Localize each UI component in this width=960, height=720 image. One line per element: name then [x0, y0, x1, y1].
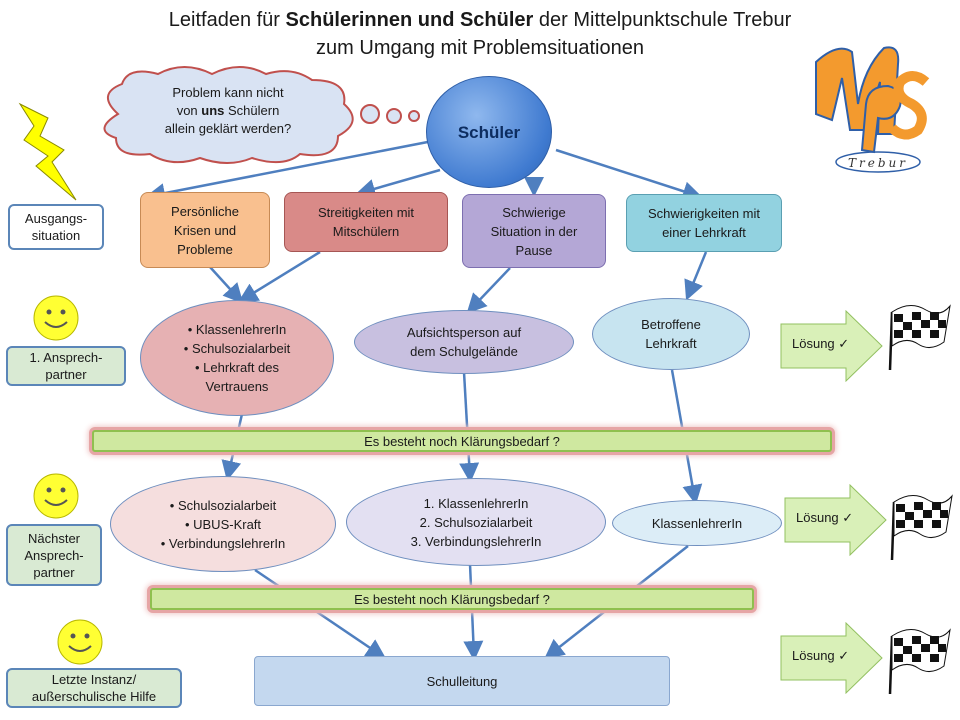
cloud-line-2-pre: von — [176, 103, 202, 118]
problem-box-break-situation: Schwierige Situation in der Pause — [462, 194, 606, 268]
side-label-next: Nächster Ansprech- partner — [6, 524, 102, 586]
list-item: Schulsozialarbeit — [184, 339, 290, 358]
first-contact-left: KlassenlehrerIn Schulsozialarbeit Lehrkr… — [140, 300, 334, 416]
side-label-start: Ausgangs- situation — [8, 204, 104, 250]
arrow-center-to-problem-1 — [145, 138, 439, 203]
second-contact-right: KlassenlehrerIn — [612, 500, 782, 546]
side-label-last: Letzte Instanz/ außerschulische Hilfe — [6, 668, 182, 708]
second-contact-middle-list: 1. KlassenlehrerIn 2. Schulsozialarbeit … — [411, 494, 542, 551]
arrow-p2-to-e1 — [237, 250, 321, 303]
solution-label-3: Lösung ✓ — [792, 648, 850, 663]
list-item: 1. KlassenlehrerIn — [423, 495, 529, 511]
smiley-icon — [32, 472, 80, 520]
mps-logo-icon: Trebur — [808, 34, 938, 180]
arrow-center-to-problem-4 — [555, 148, 703, 201]
list-item: KlassenlehrerIn — [184, 320, 290, 339]
title-line-1-post: der Mittelpunktschule Trebur — [533, 9, 792, 31]
list-item: UBUS-Kraft — [161, 515, 286, 534]
problem-box-disputes: Streitigkeiten mit Mitschülern — [284, 192, 448, 252]
list-item: 3. VerbindungslehrerIn — [410, 533, 542, 549]
checkered-flag-icon — [886, 298, 952, 371]
arrow-p3-to-e2 — [466, 267, 511, 314]
clarification-bar-2: Es besteht noch Klärungsbedarf ? — [150, 588, 754, 610]
green-arrow-icon: Lösung ✓ — [780, 309, 884, 383]
smiley-icon — [56, 618, 104, 666]
arrow-e2-to-e5 — [459, 371, 480, 483]
first-contact-middle: Aufsichtsperson auf dem Schulgelände — [354, 310, 574, 374]
list-item: 2. Schulsozialarbeit — [419, 514, 533, 530]
arrow-p1-to-e1 — [209, 266, 244, 304]
schueler-circle: Schüler — [426, 76, 552, 188]
arrow-e4-to-final — [254, 568, 387, 659]
title-line-1-bold: Schülerinnen und Schüler — [285, 9, 534, 31]
second-contact-left-list: Schulsozialarbeit UBUS-Kraft Verbindungs… — [161, 496, 286, 553]
smiley-icon — [32, 294, 80, 342]
arrow-center-to-problem-2 — [355, 168, 441, 199]
problem-box-teacher-issues: Schwierigkeiten mit einer Lehrkraft — [626, 194, 782, 252]
logo-text: Trebur — [848, 156, 908, 170]
cloud-line-3: allein geklärt werden? — [164, 121, 292, 136]
side-label-first: 1. Ansprech- partner — [6, 346, 126, 386]
second-contact-middle: 1. KlassenlehrerIn 2. Schulsozialarbeit … — [346, 478, 606, 566]
title-line-1: Leitfaden für Schülerinnen und Schüler d… — [80, 6, 880, 34]
page-title: Leitfaden für Schülerinnen und Schüler d… — [80, 6, 880, 62]
schulleitung-box: Schulleitung — [254, 656, 670, 706]
cloud-line-2: von uns Schülern — [118, 102, 338, 120]
arrow-p4-to-e3 — [684, 251, 708, 301]
first-contact-right: Betroffene Lehrkraft — [592, 298, 750, 370]
lightning-icon — [14, 100, 80, 204]
cloud-line-2-post: Schülern — [224, 103, 280, 118]
clarification-bar-1: Es besteht noch Klärungsbedarf ? — [92, 430, 832, 452]
first-contact-left-list: KlassenlehrerIn Schulsozialarbeit Lehrkr… — [184, 320, 290, 396]
title-line-1-pre: Leitfaden für — [168, 9, 286, 31]
thought-cloud-icon: Problem kann nicht von uns Schülern alle… — [88, 64, 438, 164]
cloud-line-1: Problem kann nicht — [172, 85, 284, 100]
problem-box-personal-crises: Persönliche Krisen und Probleme — [140, 192, 270, 268]
checkered-flag-icon — [888, 488, 954, 561]
checkered-flag-icon — [886, 622, 952, 695]
list-item: Schulsozialarbeit — [161, 496, 286, 515]
title-line-2: zum Umgang mit Problemsituationen — [316, 37, 644, 59]
solution-label-2: Lösung ✓ — [796, 510, 854, 525]
solution-label-1: Lösung ✓ — [792, 336, 850, 351]
list-item: Lehrkraft des Vertrauens — [184, 358, 290, 396]
arrow-e5-to-final — [463, 563, 484, 661]
second-contact-left: Schulsozialarbeit UBUS-Kraft Verbindungs… — [110, 476, 336, 572]
schueler-label: Schüler — [457, 122, 521, 142]
cloud-text: Problem kann nicht von uns Schülern alle… — [118, 84, 338, 138]
green-arrow-icon: Lösung ✓ — [784, 483, 888, 557]
list-item: VerbindungslehrerIn — [161, 534, 285, 553]
green-arrow-icon: Lösung ✓ — [780, 621, 884, 695]
cloud-line-2-bold: uns — [201, 103, 225, 118]
